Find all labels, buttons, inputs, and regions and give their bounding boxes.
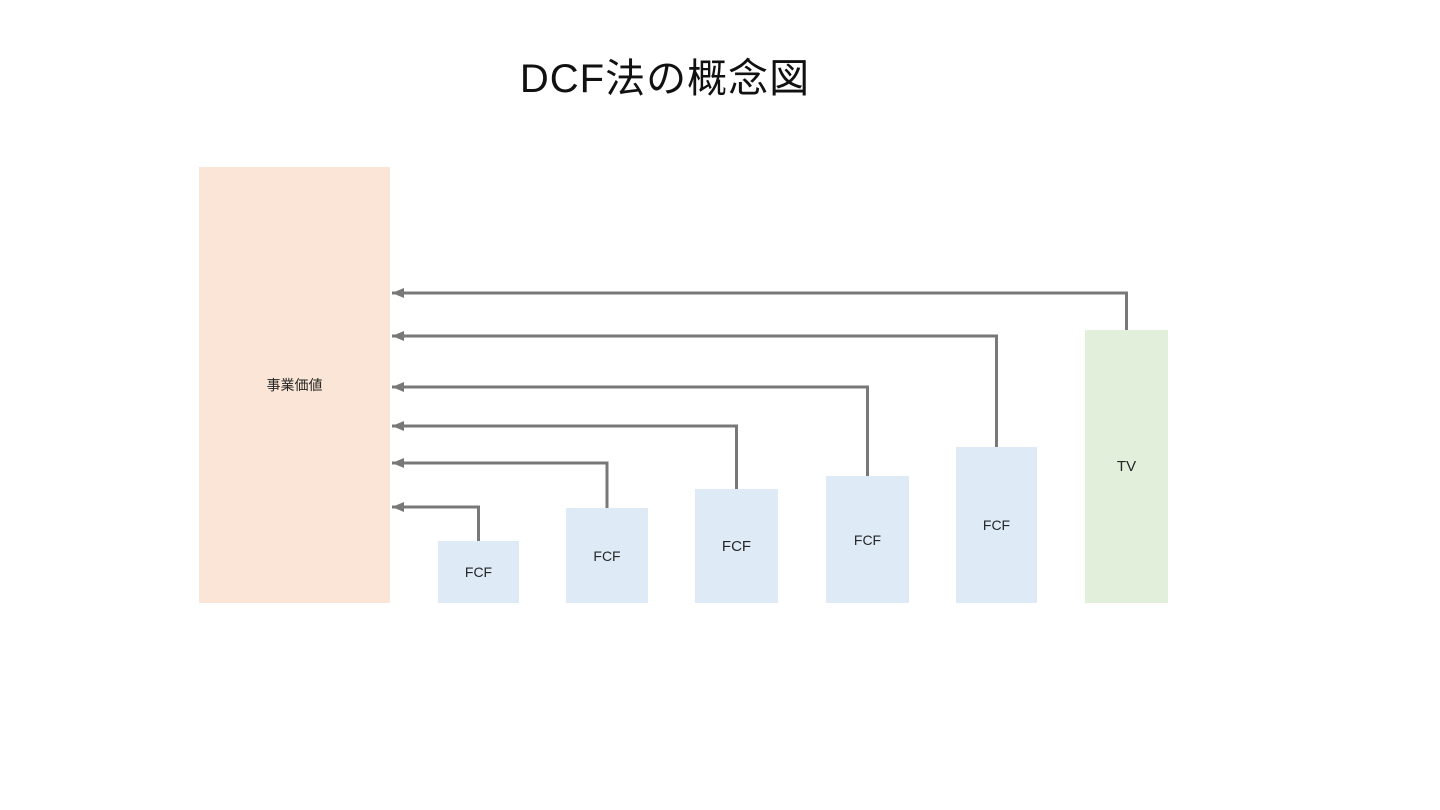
arrow-fcf4-to-value (392, 382, 869, 476)
fcf-box-year3: FCF (695, 489, 778, 603)
fcf-box-year2: FCF (566, 508, 648, 603)
business-value-label: 事業価値 (266, 377, 323, 393)
arrow-fcf2-to-value (392, 458, 609, 508)
fcf-box-year1: FCF (438, 541, 519, 603)
business-value-box: 事業価値 (199, 167, 390, 603)
arrow-fcf5-to-value (392, 331, 998, 447)
arrow-tv-to-value (392, 288, 1128, 330)
fcf-label-year4: FCF (853, 531, 882, 548)
terminal-value-label: TV (1116, 458, 1137, 475)
fcf-label-year5: FCF (982, 517, 1011, 533)
terminal-value-box: TV (1085, 330, 1168, 603)
fcf-label-year1: FCF (464, 564, 493, 580)
arrow-fcf3-to-value (392, 421, 738, 489)
arrow-fcf1-to-value (392, 502, 480, 541)
fcf-label-year3: FCF (721, 537, 752, 555)
fcf-label-year2: FCF (593, 547, 621, 564)
fcf-box-year5: FCF (956, 447, 1037, 603)
fcf-box-year4: FCF (826, 476, 909, 603)
diagram-title: DCF法の概念図 (519, 57, 811, 101)
